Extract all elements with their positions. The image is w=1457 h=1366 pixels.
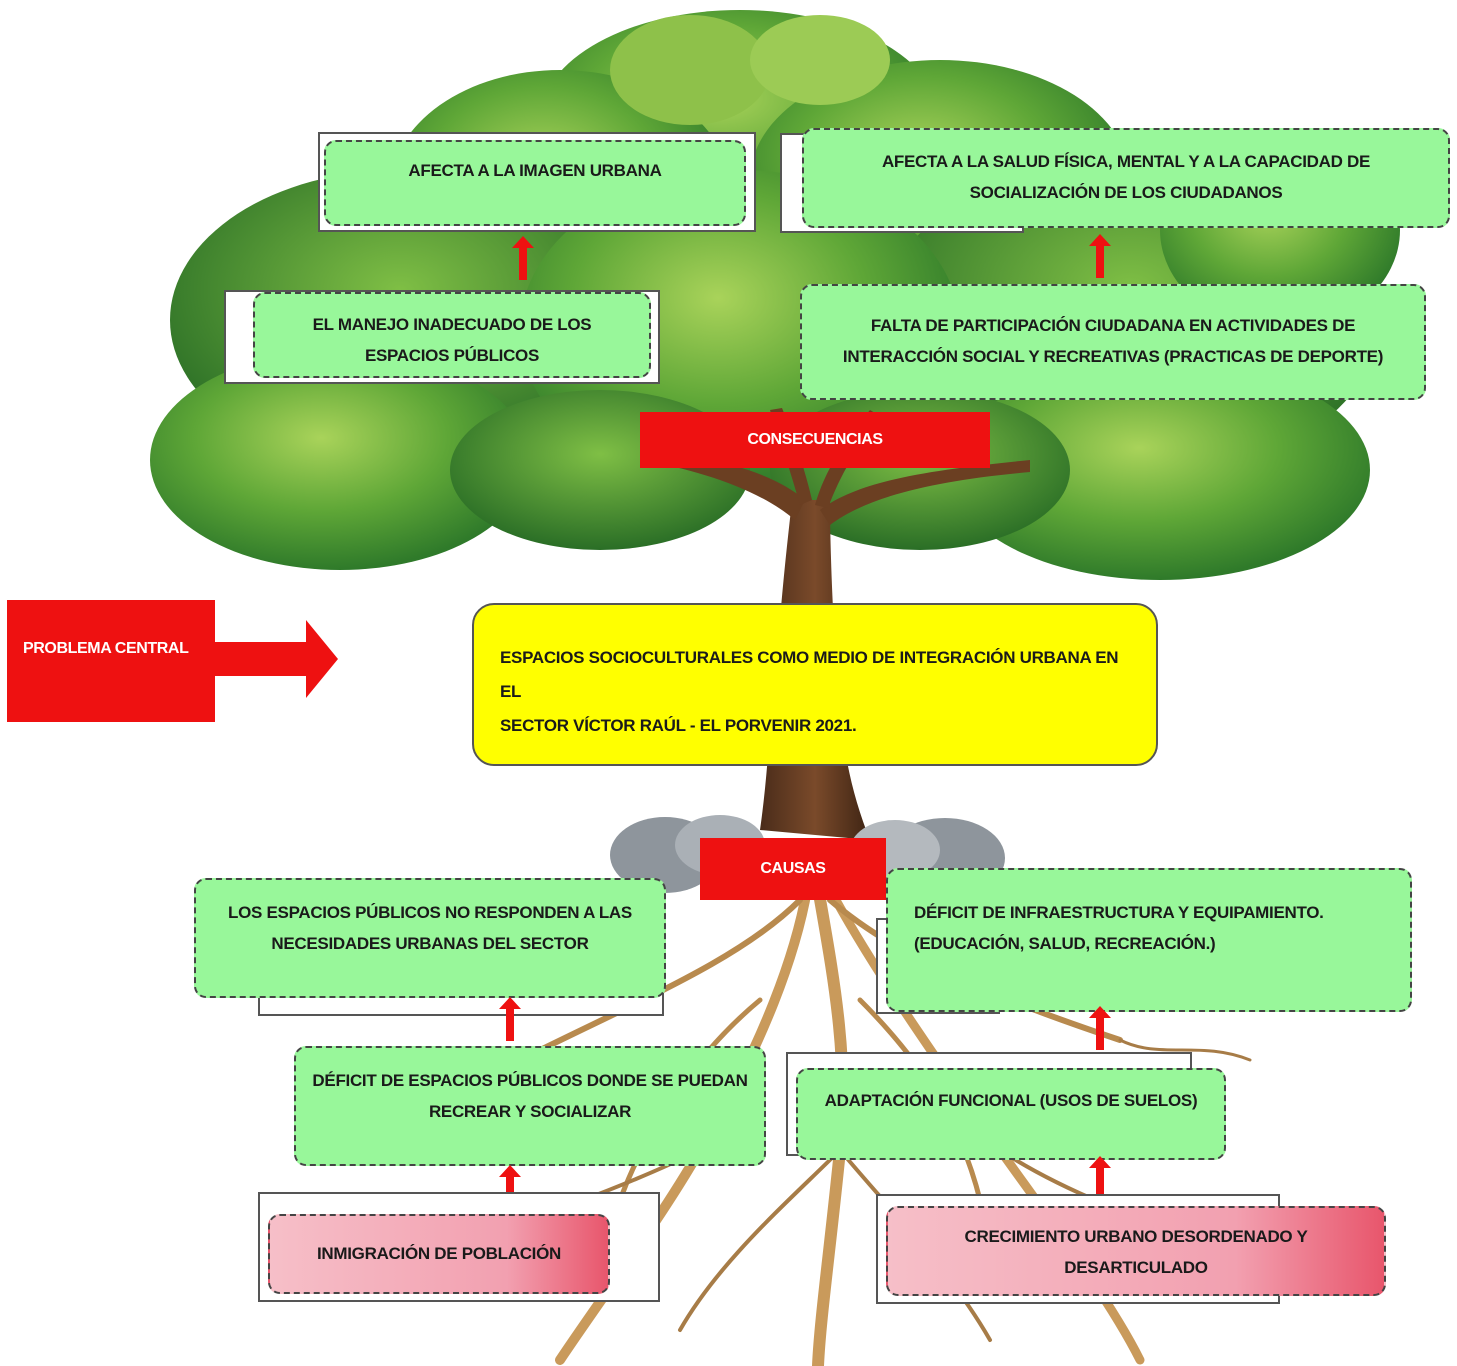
consecuencias-label: CONSECUENCIAS — [640, 412, 990, 468]
consequence-salud-line2: SOCIALIZACIÓN DE LOS CIUDADANOS — [969, 183, 1283, 202]
arrow-up-icon — [1089, 234, 1111, 278]
arrow-up-icon — [1089, 1156, 1111, 1200]
cause-crecimiento-urbano-line2: DESARTICULADO — [1064, 1257, 1208, 1277]
cause-deficit-espacios: DÉFICIT DE ESPACIOS PÚBLICOS DONDE SE PU… — [294, 1046, 766, 1166]
consequence-participacion-line1: FALTA DE PARTICIPACIÓN CIUDADANA EN ACTI… — [870, 316, 1356, 336]
consequence-manejo-line2: ESPACIOS PÚBLICOS — [364, 345, 540, 365]
arrow-up-icon — [499, 997, 521, 1041]
consequence-manejo: EL MANEJO INADECUADO DE LOS ESPACIOS PÚB… — [253, 292, 651, 378]
arrow-right-icon — [210, 620, 338, 698]
arrow-up-icon — [1089, 1006, 1111, 1050]
consequence-manejo-line1: EL MANEJO INADECUADO DE LOS — [312, 315, 592, 334]
cause-crecimiento-urbano: CRECIMIENTO URBANO DESORDENADO Y DESARTI… — [886, 1206, 1386, 1296]
central-problem-line1: ESPACIOS SOCIOCULTURALES COMO MEDIO DE I… — [500, 648, 1119, 701]
causas-label: CAUSAS — [700, 838, 886, 900]
arrow-up-icon — [499, 1165, 521, 1209]
arrow-up-icon — [512, 236, 534, 280]
cause-deficit-infraestructura-line1: DÉFICIT DE INFRAESTRUCTURA Y EQUIPAMIENT… — [914, 903, 1324, 922]
cause-deficit-infraestructura: DÉFICIT DE INFRAESTRUCTURA Y EQUIPAMIENT… — [886, 868, 1412, 1012]
cause-adaptacion-funcional-text: ADAPTACIÓN FUNCIONAL (USOS DE SUELOS) — [824, 1091, 1198, 1110]
consequence-salud-line1: AFECTA A LA SALUD FÍSICA, MENTAL Y A LA … — [881, 152, 1371, 172]
cause-inmigracion: INMIGRACIÓN DE POBLACIÓN — [268, 1214, 610, 1294]
central-problem-line2: SECTOR VÍCTOR RAÚL - EL PORVENIR 2021. — [500, 716, 857, 735]
cause-deficit-espacios-line1: DÉFICIT DE ESPACIOS PÚBLICOS DONDE SE PU… — [312, 1071, 748, 1090]
cause-inmigracion-text: INMIGRACIÓN DE POBLACIÓN — [316, 1243, 562, 1263]
cause-crecimiento-urbano-line1: CRECIMIENTO URBANO DESORDENADO Y — [964, 1227, 1308, 1246]
problema-central-label: PROBLEMA CENTRAL — [7, 600, 215, 722]
consequence-imagen-urbana: AFECTA A LA IMAGEN URBANA — [324, 140, 746, 226]
cause-espacios-no-responden-line2: NECESIDADES URBANAS DEL SECTOR — [271, 933, 589, 953]
cause-espacios-no-responden: LOS ESPACIOS PÚBLICOS NO RESPONDEN A LAS… — [194, 878, 666, 998]
cause-deficit-infraestructura-line2: (EDUCACIÓN, SALUD, RECREACIÓN.) — [914, 933, 1216, 953]
central-problem-box: ESPACIOS SOCIOCULTURALES COMO MEDIO DE I… — [472, 603, 1158, 766]
cause-adaptacion-funcional: ADAPTACIÓN FUNCIONAL (USOS DE SUELOS) — [796, 1068, 1226, 1160]
cause-espacios-no-responden-line1: LOS ESPACIOS PÚBLICOS NO RESPONDEN A LAS — [228, 903, 632, 922]
consequence-salud: AFECTA A LA SALUD FÍSICA, MENTAL Y A LA … — [802, 128, 1450, 228]
consequence-participacion: FALTA DE PARTICIPACIÓN CIUDADANA EN ACTI… — [800, 284, 1426, 400]
consequence-imagen-urbana-text: AFECTA A LA IMAGEN URBANA — [408, 161, 662, 180]
consequence-participacion-line2: INTERACCIÓN SOCIAL Y RECREATIVAS (PRACTI… — [842, 347, 1384, 366]
cause-deficit-espacios-line2: RECREAR Y SOCIALIZAR — [428, 1101, 632, 1121]
